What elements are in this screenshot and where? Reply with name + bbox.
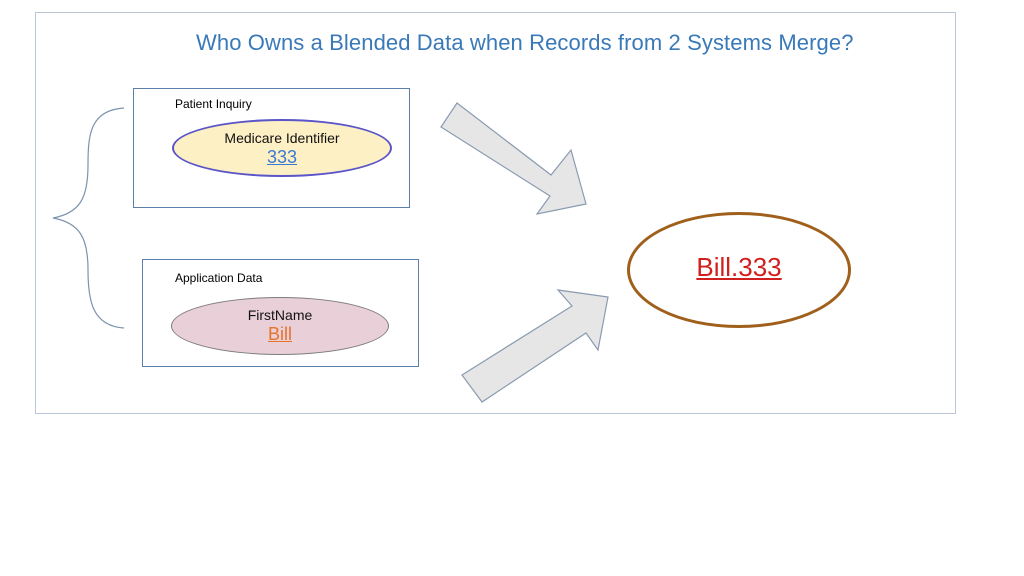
medicare-identifier-label: Medicare Identifier <box>224 130 340 146</box>
slide-frame <box>35 12 956 414</box>
merged-result-ellipse: Bill.333 <box>627 212 851 328</box>
firstname-ellipse: FirstName Bill <box>171 297 389 355</box>
medicare-identifier-value[interactable]: 333 <box>266 147 298 167</box>
merged-result-value[interactable]: Bill.333 <box>696 251 782 282</box>
patient-inquiry-label: Patient Inquiry <box>175 97 252 111</box>
page-title: Who Owns a Blended Data when Records fro… <box>196 30 854 55</box>
medicare-identifier-ellipse: Medicare Identifier 333 <box>172 119 392 177</box>
firstname-label: FirstName <box>247 307 313 323</box>
application-data-label: Application Data <box>175 271 263 285</box>
firstname-value[interactable]: Bill <box>267 324 292 344</box>
